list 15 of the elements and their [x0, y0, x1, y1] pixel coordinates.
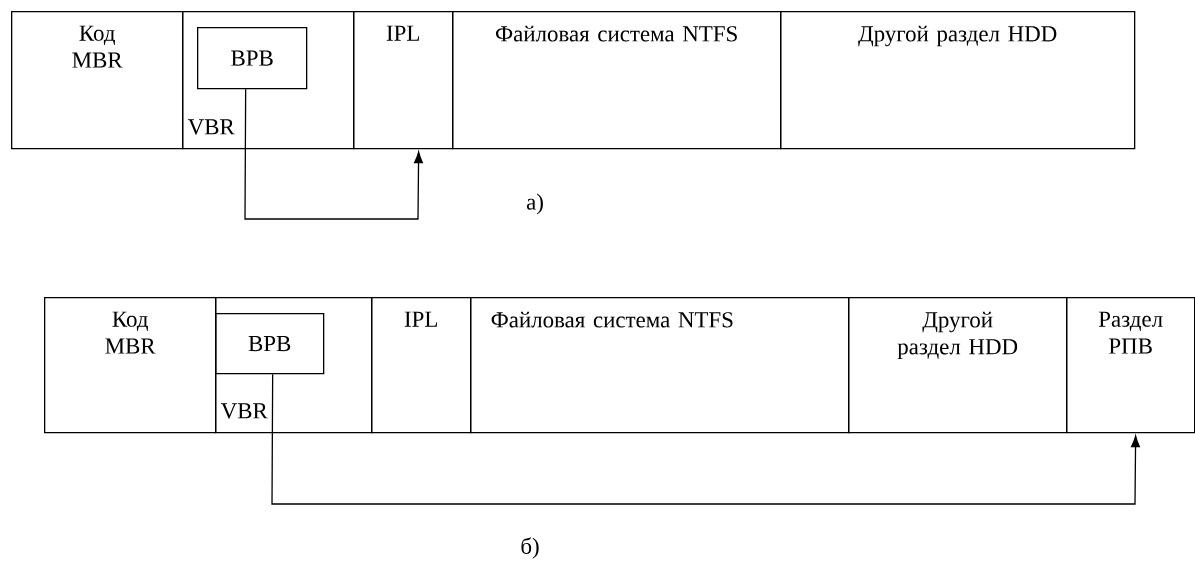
bpb-box: BPB — [215, 313, 325, 375]
table-cell: Файловая система NTFS — [452, 11, 782, 150]
arrow — [244, 88, 424, 220]
bpb-box: BPB — [197, 27, 308, 90]
arrow — [271, 373, 1141, 505]
table-cell: Код MBR — [11, 11, 184, 150]
table-cell: Код MBR — [44, 297, 217, 434]
table-cell: IPL — [371, 297, 472, 434]
table-cell: Другой раздел HDD — [848, 297, 1068, 434]
table-cell: Файловая система NTFS — [470, 297, 850, 434]
subfigure-label: а) — [526, 193, 543, 215]
table-cell: Другой раздел HDD — [780, 11, 1136, 150]
table-cell: Раздел РПВ — [1066, 297, 1195, 434]
table-cell: IPL — [353, 11, 454, 150]
subfigure-label: б) — [521, 537, 539, 559]
